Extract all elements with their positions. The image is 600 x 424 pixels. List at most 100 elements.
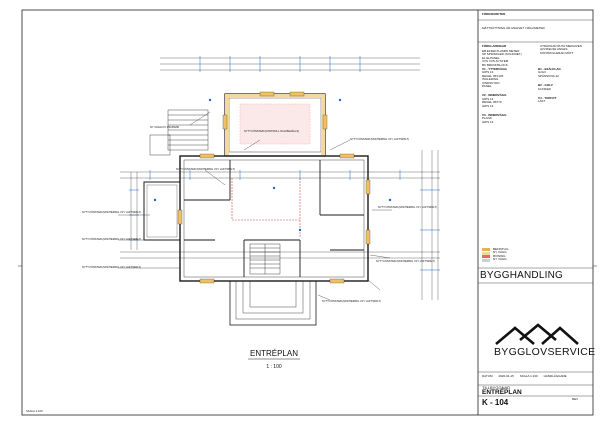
callout-0: NY VÄGG KV 150/45MM [150,125,179,129]
swatch-row-2: RIVNING [482,253,509,259]
legend-line: REGEL 45X70 [482,100,502,105]
rear-stair [149,109,209,156]
plan-callouts: NY VÄGG KV 150/45MM NYTT FÖNSTER (KONTRO… [82,125,437,303]
demolition-lines [231,178,301,238]
legend-left: V1 - YTTERVÄGG GIPS 13 REGEL 45X145 ISOL… [482,67,534,124]
central-stair [249,243,281,275]
legend-section-4: B2 - GOLV KLINKER [538,83,590,91]
abbrev-2: EL ELPANEL [482,55,522,60]
meta-1: 2020-01-15 [498,374,514,378]
abbrev-label: ELPANEL [486,55,500,60]
right-note-0: UTRÄKNAD RUTA MEDGIVEN [540,44,582,48]
legend-line: PLANK [482,116,492,121]
phase-label: BYGGHANDLING [480,270,563,281]
abbrev-1: SP SPRINKLER (SOLIDHET) [482,53,522,56]
dimension-lines [120,56,440,300]
brand-logo [495,323,579,345]
titleblock-frame [478,19,593,397]
callout-2: NYTT FÖNSTER (MONTERING I NY LUFTSPALT) [350,137,409,141]
callout-4: NYTT FÖNSTER (MONTERING I NY LUFTSPALT) [82,210,141,214]
swatch-label: BEFINTLIG [493,247,509,251]
drawing-title: ENTRÉPLAN [482,389,522,396]
legend-section-5: V4 - TAKFOT LÄKT [538,96,590,104]
plan-scale: 1 : 100 [266,364,282,370]
legend-line: ISOLERING [482,77,499,82]
upper-wing-floor-tint [239,103,311,145]
abbrev-label: VVS-SYSTEM [488,59,509,64]
sheet-border [21,9,594,416]
legend-line: GIPS 13 [482,119,494,124]
callout-5: NYTT FÖNSTER (MONTERING I NY LUFTSPALT) [378,205,437,209]
drawing-number: K - 104 [482,398,509,407]
abbrev-code: EL [482,55,486,60]
abbrev-3: VVS VVS-SYSTEM [482,60,522,63]
interior-walls [184,160,364,277]
legend-section-title: V2 - INNERVÄGG [482,93,507,98]
scale-corner-label: SKALA 1:100 [26,409,43,413]
abbrev-heading: FÖRKLARINGAR [482,44,507,48]
entry-porch [229,280,317,326]
legend-right: B1 - BJÄLKLAG GOLV SPÅNSKIVA 22 B2 - GOL… [538,67,590,104]
swatch-row-0: BEFINTLIG [482,247,509,252]
upper-wing-wall-highlight [225,94,325,98]
abbrev-code: BK [482,62,487,67]
legend-line: GIPS 13 [482,103,494,108]
swatch-box [482,248,490,252]
legend-section-title: B2 - GOLV [538,83,553,88]
callout-3: NYTT FÖNSTER (MONTERING I NY LUFTSPALT) [176,167,235,171]
right-note-1: AVVIKELSE ANGES [540,47,568,52]
swatch-box [482,255,490,259]
legend-section-2: V3 - INNERVÄGG PLANK GIPS 13 [482,113,534,124]
brand-name: BYGGLOVSERVICE [494,346,596,358]
swatch-label: NY VÄGG [493,250,507,255]
callout-1: NYTT FÖNSTER (KONTROLL OCH BEHÅLLS) [244,128,299,133]
swatch-label: NY VÄGG [493,257,507,262]
right-notes: UTRÄKNAD RUTA MEDGIVEN AVVIKELSE ANGES K… [540,44,582,55]
project-small: TILLBYGGNAD [482,385,511,390]
legend-line: LÄKT [538,99,546,104]
abbrev-4: BK BRUNNSLOCK [482,62,522,67]
swatch-row-3: NY VÄGG [482,257,509,262]
abbrev-list: EB EFFEKTLAMPA METER SP SPRINKLER (SOLID… [482,49,522,67]
measure-note: MÅTTSÄTTNING ÄR ANGIVET I MILLIMETER. [482,26,546,30]
abbrev-label: BRUNNSLOCK [486,62,508,67]
right-note-2: KONTROLLERAD MÅTT [540,50,574,55]
callout-7: NYTT FÖNSTER (MONTERING I NY LUFTSPALT) [376,259,435,263]
meta-0: DATUM [482,374,493,378]
abbrev-code: EB [482,49,487,53]
abbrev-label: EFFEKTLAMPA METER [486,49,520,53]
abbrev-label: SPRINKLER (SOLIDHET) [486,52,522,57]
meta-2: SKALA 1:100 [519,374,538,378]
legend-line: PANEL [482,84,492,89]
company-header: FÖRESKRIFTER [482,12,506,16]
legend-line: VINDSKYDD [482,80,500,85]
legend-line: GOLV [538,70,547,75]
legend-section-3: B1 - BJÄLKLAG GOLV SPÅNSKIVA 22 [538,67,590,78]
floor-plan [118,56,440,360]
swatch-legend: BEFINTLIG NY VÄGG RIVNING NY VÄGG [482,247,509,262]
legend-line: KLINKER [538,86,551,91]
legend-line: GIPS 13 [482,96,494,101]
legend-line: SPÅNSKIVA 22 [538,73,559,78]
abbrev-code: VVS [482,59,489,64]
legend-section-1: V2 - INNERVÄGG GIPS 13 REGEL 45X70 GIPS … [482,94,534,108]
main-house-outline [179,155,369,282]
callout-8: NYTT FÖNSTER (MONTERING I NY LUFTSPALT) [82,265,141,269]
swatch-box [482,258,490,262]
legend-section-title: V3 - INNERVÄGG [482,113,507,118]
abbrev-code: SP [482,52,486,57]
swatch-label: RIVNING [493,253,506,258]
callout-6: NYTT FÖNSTER (MONTERING I NY LUFTSPALT) [82,237,141,241]
meta-3: HANDLÄGGARE [543,374,567,378]
left-annex [143,181,181,241]
legend-section-title: V1 - YTTERVÄGG [482,67,507,71]
callout-9: NYTT FÖNSTER (MONTERING I NY LUFTSPALT) [322,299,381,303]
section-markers [153,98,392,232]
legend-section-title: B1 - BJÄLKLAG [538,67,561,71]
callout-leaders [118,111,392,301]
swatch-box [482,251,490,255]
legend-line: GIPS 13 [482,70,494,75]
rev-label: REV [572,397,579,401]
swatch-row-1: NY VÄGG [482,250,509,255]
